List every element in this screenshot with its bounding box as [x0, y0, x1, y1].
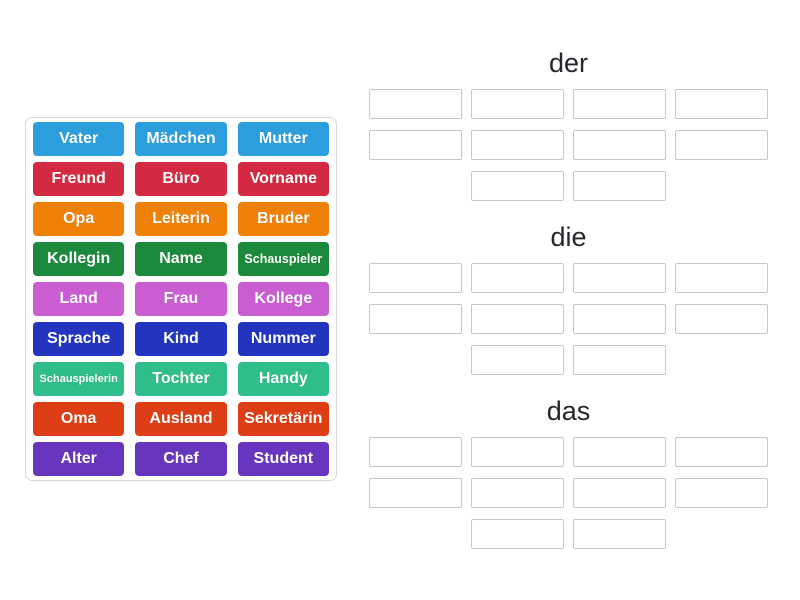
word-tile[interactable]: Student [237, 442, 329, 476]
word-tile[interactable]: Kind [135, 322, 227, 356]
drop-slot[interactable] [675, 304, 768, 334]
drop-slot[interactable] [573, 437, 666, 467]
word-tile[interactable]: Vorname [237, 162, 329, 196]
slot-row [365, 171, 772, 201]
drop-slot[interactable] [471, 519, 564, 549]
drop-slot[interactable] [471, 345, 564, 375]
word-tile[interactable]: Chef [135, 442, 227, 476]
group-title: das [546, 396, 591, 426]
drop-slot[interactable] [369, 263, 462, 293]
word-tile[interactable]: Schauspielerin [33, 362, 125, 396]
drop-slot[interactable] [471, 89, 564, 119]
word-tile[interactable]: Sekretärin [237, 402, 329, 436]
drop-slot[interactable] [573, 263, 666, 293]
word-tile[interactable]: Freund [33, 162, 125, 196]
drop-slot[interactable] [471, 304, 564, 334]
slot-row [365, 89, 772, 119]
word-tile[interactable]: Mutter [237, 122, 329, 156]
word-tile[interactable]: Vater [33, 122, 125, 156]
word-tile[interactable]: Frau [135, 282, 227, 316]
slot-row [365, 519, 772, 549]
word-tile[interactable]: Nummer [237, 322, 329, 356]
drop-slot[interactable] [675, 89, 768, 119]
drop-slot[interactable] [369, 89, 462, 119]
drop-slot[interactable] [573, 478, 666, 508]
slot-row [365, 130, 772, 160]
word-tile[interactable]: Handy [237, 362, 329, 396]
drop-slot[interactable] [369, 437, 462, 467]
drop-slot[interactable] [471, 478, 564, 508]
drop-slot[interactable] [573, 304, 666, 334]
word-tile[interactable]: Land [33, 282, 125, 316]
word-tile[interactable]: Tochter [135, 362, 227, 396]
word-tile[interactable]: Ausland [135, 402, 227, 436]
drop-slot[interactable] [369, 130, 462, 160]
word-tile[interactable]: Kollegin [33, 242, 125, 276]
word-tile[interactable]: Sprache [33, 322, 125, 356]
word-tile[interactable]: Büro [135, 162, 227, 196]
drop-slot[interactable] [675, 437, 768, 467]
word-tile[interactable]: Bruder [237, 202, 329, 236]
word-tile[interactable]: Kollege [237, 282, 329, 316]
drop-slot[interactable] [675, 130, 768, 160]
slot-row [365, 345, 772, 375]
word-tile[interactable]: Mädchen [135, 122, 227, 156]
drop-slot[interactable] [573, 345, 666, 375]
word-tile[interactable]: Schauspieler [237, 242, 329, 276]
drop-slot[interactable] [471, 437, 564, 467]
drop-slot[interactable] [675, 263, 768, 293]
group-title: die [550, 222, 587, 252]
group-title: der [548, 48, 589, 78]
drop-slot[interactable] [369, 478, 462, 508]
word-tile[interactable]: Name [135, 242, 227, 276]
slot-row [365, 304, 772, 334]
drop-slot[interactable] [573, 130, 666, 160]
drop-slot[interactable] [573, 89, 666, 119]
slot-row [365, 437, 772, 467]
group-die: die [365, 222, 772, 375]
drop-slot[interactable] [675, 478, 768, 508]
group-das: das [365, 396, 772, 549]
drop-slot[interactable] [471, 171, 564, 201]
drop-slot[interactable] [573, 171, 666, 201]
slot-row [365, 263, 772, 293]
drop-slot[interactable] [573, 519, 666, 549]
word-tile[interactable]: Leiterin [135, 202, 227, 236]
word-tile[interactable]: Alter [33, 442, 125, 476]
drop-slot[interactable] [369, 304, 462, 334]
drop-slot[interactable] [471, 263, 564, 293]
group-panel: der die das [365, 48, 772, 570]
drop-slot[interactable] [471, 130, 564, 160]
slot-row [365, 478, 772, 508]
group-der: der [365, 48, 772, 201]
word-tile[interactable]: Opa [33, 202, 125, 236]
word-tile[interactable]: Oma [33, 402, 125, 436]
